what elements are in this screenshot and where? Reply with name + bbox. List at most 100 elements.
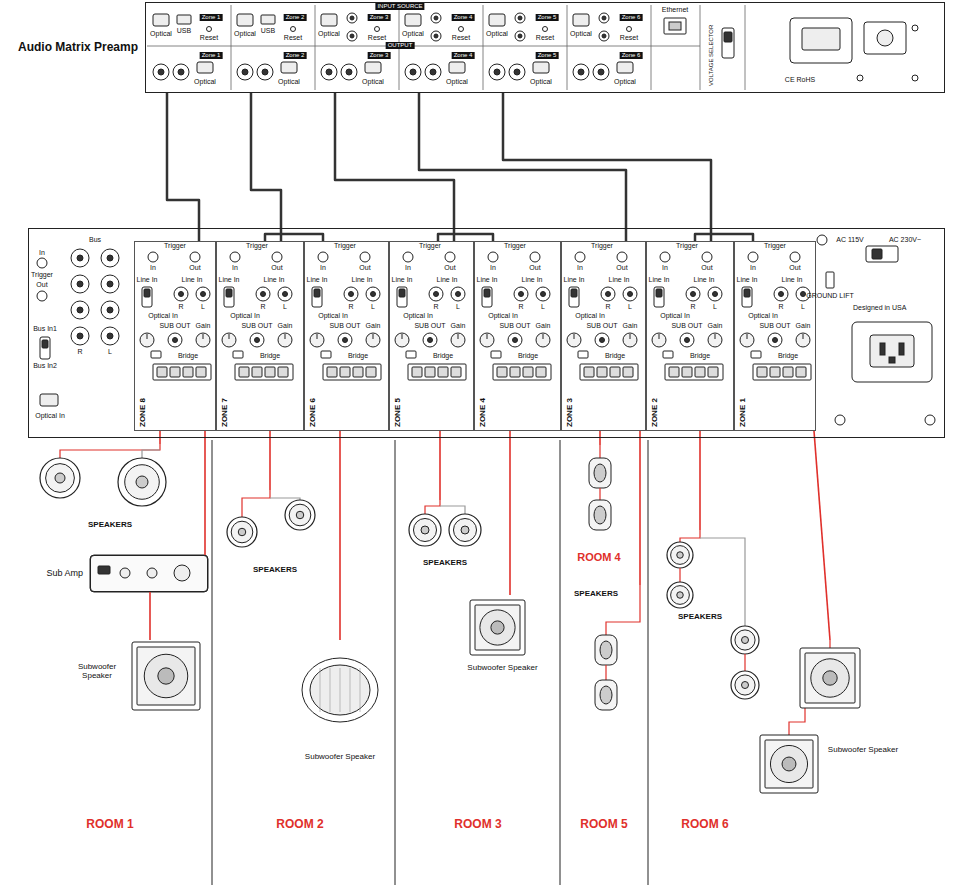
- crossover-knob: [480, 333, 494, 347]
- rca-pin: [107, 307, 113, 313]
- rca-jack: [515, 13, 525, 23]
- speaker-wire: [242, 490, 270, 517]
- section-tag: Zone 4: [452, 52, 475, 59]
- wall-speaker: [589, 500, 611, 530]
- terminal-screw: [783, 367, 793, 377]
- panel-label: Out: [789, 264, 800, 272]
- crossover-knob: [395, 333, 409, 347]
- speaker-wire: [270, 498, 300, 500]
- terminal-screw: [757, 367, 767, 377]
- grille-line: [320, 668, 321, 712]
- bridge-switch: [751, 351, 761, 358]
- speaker-group: SPEAKERS: [655, 530, 780, 710]
- trigger-jack: [318, 252, 328, 262]
- crossover-knob: [222, 333, 236, 347]
- crossover-knob: [740, 333, 754, 347]
- knob-pointer: [543, 334, 544, 339]
- panel-label: Line In: [136, 276, 157, 284]
- panel-label: SUB OUT: [241, 322, 272, 330]
- speaker-wire: [829, 640, 830, 648]
- panel-label: Out: [616, 264, 627, 272]
- room-divider: [648, 440, 649, 885]
- rca-jack: [623, 287, 637, 301]
- audio-cable: [695, 234, 753, 241]
- rca-jack: [708, 287, 722, 301]
- terminal-screw: [196, 367, 206, 377]
- terminal-screw: [412, 367, 422, 377]
- rca-jack: [347, 13, 357, 23]
- terminal-screw: [438, 367, 448, 377]
- grille-line: [360, 668, 361, 712]
- power-inlet: [852, 322, 932, 382]
- zone-section: ZONE 7: [216, 241, 304, 431]
- woofer-cone: [480, 610, 515, 645]
- trigger-jack: [617, 252, 627, 262]
- panel-label: AC 230V~: [889, 236, 921, 244]
- panel-label: Line In: [351, 276, 372, 284]
- rca-pin: [434, 34, 438, 38]
- zone-label: ZONE 2: [650, 398, 659, 427]
- rca-pin: [201, 292, 206, 297]
- optical-port: [321, 14, 337, 26]
- speaker-group: SPEAKERS: [566, 585, 645, 725]
- zone-section: ZONE 8: [134, 241, 216, 431]
- gain-knob: [623, 333, 637, 347]
- panel-label: Gain: [278, 322, 293, 330]
- speaker-group: SPEAKERS: [400, 500, 490, 572]
- rca-pin: [513, 338, 518, 343]
- knob-pointer: [487, 334, 488, 339]
- panel-label: Optical In: [35, 412, 65, 420]
- trigger-jack: [445, 252, 455, 262]
- knob-pointer: [659, 334, 660, 339]
- woofer-dust-cap: [823, 671, 837, 685]
- panel-label: L: [801, 303, 805, 311]
- row-divider: [147, 46, 700, 47]
- group-label: SPEAKERS: [88, 520, 132, 529]
- inlet-socket: [870, 335, 914, 367]
- rca-pin: [349, 292, 354, 297]
- ceiling-speaker: [731, 626, 759, 654]
- panel-label: L: [283, 303, 287, 311]
- panel-label: Optical: [402, 30, 424, 38]
- panel-label: Bus In2: [33, 362, 57, 370]
- rca-pin: [77, 333, 83, 339]
- sub-out-jack: [595, 333, 609, 347]
- panel-label: Optical In: [318, 312, 348, 320]
- terminal-screw: [770, 367, 780, 377]
- speaker-wire: [680, 530, 700, 542]
- panel-label: Line In: [306, 276, 327, 284]
- rca-jack: [101, 275, 119, 293]
- terminal-screw: [682, 367, 692, 377]
- terminal-screw: [523, 367, 533, 377]
- device-label: Sub Amp: [46, 568, 83, 578]
- group-label: SPEAKERS: [253, 565, 297, 574]
- optical-port: [405, 14, 421, 26]
- zone-section: ZONE 2: [646, 241, 734, 431]
- rca-jack: [515, 31, 525, 41]
- speaker-wire: [425, 500, 440, 514]
- panel-label: Ethernet: [662, 6, 688, 14]
- input-switch: [312, 287, 322, 307]
- terminal-screw: [157, 367, 167, 377]
- panel-label: Line In: [476, 276, 497, 284]
- panel-label: In: [662, 264, 668, 272]
- panel-label: Line In: [736, 276, 757, 284]
- trigger-jack: [575, 252, 585, 262]
- rca-jack: [451, 287, 465, 301]
- speaker-grille: [671, 546, 690, 565]
- sub-out-jack: [768, 333, 782, 347]
- rca-jack: [237, 64, 253, 80]
- panel-label: Optical: [150, 30, 172, 38]
- rca-pin: [371, 292, 376, 297]
- rca-pin: [107, 255, 113, 261]
- device-heading: Audio Matrix Preamp: [18, 41, 138, 55]
- ceiling-speaker: [731, 671, 759, 699]
- subwoofer-cabinet: [470, 600, 525, 655]
- panel-label: USB: [177, 27, 191, 35]
- panel-label: Trigger: [334, 242, 356, 250]
- speaker-wire: [599, 431, 601, 445]
- rca-pin: [602, 16, 606, 20]
- panel-label: SUB OUT: [759, 322, 790, 330]
